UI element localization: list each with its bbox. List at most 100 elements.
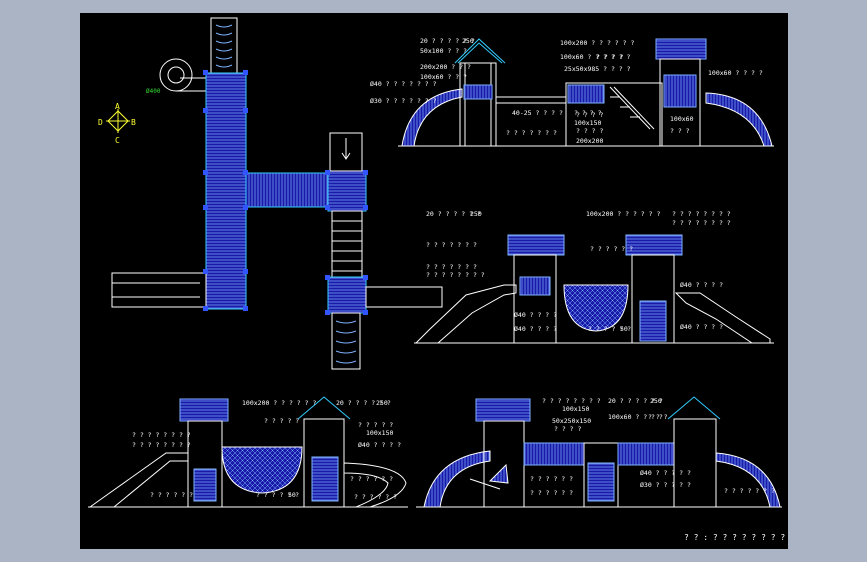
svg-text:100x200 ? ? ? ? ? ?: 100x200 ? ? ? ? ? ? — [586, 210, 660, 218]
elev-d-right-tube-slide — [715, 452, 781, 508]
svg-text:? ? ? ? ? ?: ? ? ? ? ? ? — [530, 475, 573, 483]
svg-text:100x60 ? ? ? ?: 100x60 ? ? ? ? — [608, 413, 663, 421]
svg-text:20 ? ? ? ? ? ?: 20 ? ? ? ? ? ? — [426, 210, 481, 218]
svg-text:? ? ? ? ? ? ? ?: ? ? ? ? ? ? ? ? — [672, 210, 731, 218]
svg-text:100x60 ? ? ?: 100x60 ? ? ? — [420, 73, 467, 81]
svg-text:? ? ? ? ? ? ?: ? ? ? ? ? ? ? — [426, 241, 477, 249]
plan-right-slide — [365, 286, 443, 308]
elev-a-roof — [454, 38, 506, 64]
elev-b-left-slide — [415, 284, 517, 344]
compass-symbol: A B C D — [98, 102, 136, 145]
elev-c-net-bridge — [221, 446, 303, 494]
elevation-c: 100x200 ? ? ? ? ? ? 20 ? ? ? ? ? ? 250 ?… — [88, 396, 408, 508]
svg-text:? ? ? ? ?: ? ? ? ? ? — [358, 421, 393, 429]
svg-text:100x200 ? ? ? ? ? ?: 100x200 ? ? ? ? ? ? — [242, 399, 316, 407]
plan-bridge — [245, 172, 329, 208]
plan-top-ladder — [210, 17, 238, 75]
svg-text:100x150: 100x150 — [574, 119, 601, 127]
elev-d-left-tube-slide — [423, 450, 491, 508]
svg-text:Ø40 ? ? ? ?: Ø40 ? ? ? ? — [358, 441, 401, 449]
plan-main-deck — [205, 72, 247, 310]
svg-text:100x60: 100x60 — [670, 115, 694, 123]
elev-a-left-tube-slide — [401, 88, 463, 147]
svg-text:200x200 ? ? ?: 200x200 ? ? ? — [420, 63, 471, 71]
svg-text:? ? ? ? ? ? ?: ? ? ? ? ? ? ? — [506, 129, 557, 137]
svg-text:Ø40 ? ? ? ? ?: Ø40 ? ? ? ? ? — [640, 469, 691, 477]
svg-text:250: 250 — [470, 210, 482, 218]
svg-text:20 ? ? ? ? ? ?: 20 ? ? ? ? ? ? — [336, 399, 391, 407]
svg-text:? ? ? ?: ? ? ? ? — [596, 53, 623, 61]
plan-ladder-down — [331, 210, 363, 278]
svg-text:? ? ? ?: ? ? ? ? — [574, 109, 601, 117]
svg-text:Ø40 ? ? ? ?: Ø40 ? ? ? ? — [514, 325, 557, 333]
svg-text:20 ? ? ? ? ? ?: 20 ? ? ? ? ? ? — [420, 37, 475, 45]
svg-text:? ? ? ? ? ? ? ?: ? ? ? ? ? ? ? ? — [132, 431, 191, 439]
compass-b: B — [131, 118, 136, 127]
svg-text:25x50x985 ? ? ? ?: 25x50x985 ? ? ? ? — [564, 65, 631, 73]
svg-text:Ø40 ? ? ? ?: Ø40 ? ? ? ? — [680, 323, 723, 331]
svg-text:200x200: 200x200 — [576, 137, 603, 145]
plan-view: Ø400 — [111, 17, 443, 370]
svg-text:50x250x150: 50x250x150 — [552, 417, 591, 425]
elev-c-right-slide — [343, 462, 407, 508]
svg-text:? ? ? ? ? ? ?: ? ? ? ? ? ? ? — [724, 487, 775, 495]
drawing-sheet: Ø400 — [80, 13, 805, 549]
svg-text:? ? ? ? ? ?: ? ? ? ? ? ? — [590, 245, 633, 253]
svg-text:? ? ? ?: ? ? ? ? — [576, 111, 603, 119]
plan-entry-ramp — [329, 132, 363, 172]
svg-text:50: 50 — [288, 491, 296, 499]
svg-text:20 ? ? ? ? ? ?: 20 ? ? ? ? ? ? — [608, 397, 663, 405]
svg-text:250: 250 — [650, 397, 662, 405]
elev-c-roof — [297, 396, 351, 420]
svg-text:? ? ? ? ? ?: ? ? ? ? ? ? — [588, 325, 631, 333]
elev-d-roof — [667, 396, 721, 420]
svg-text:? ? ? ? ? ? ? ?: ? ? ? ? ? ? ? ? — [542, 397, 601, 405]
svg-text:? ? ? ?: ? ? ? ? — [554, 425, 581, 433]
elevation-b: 20 ? ? ? ? ? ? 250 100x200 ? ? ? ? ? ? ?… — [414, 210, 774, 344]
svg-text:? ? ? ? ? ?: ? ? ? ? ? ? — [354, 493, 397, 501]
svg-text:Ø30 ? ? ? ? ?: Ø30 ? ? ? ? ? — [640, 481, 691, 489]
plan-right-tower — [327, 170, 367, 212]
svg-text:? ? ? ? ? ?: ? ? ? ? ? ? — [256, 491, 299, 499]
elev-a-flat-roof — [655, 38, 707, 60]
svg-text:250: 250 — [462, 37, 474, 45]
svg-text:? ? ? ? ?: ? ? ? ? ? — [264, 417, 299, 425]
svg-text:250: 250 — [376, 399, 388, 407]
compass-d: D — [98, 118, 103, 127]
svg-text:100x200 ? ? ? ? ? ?: 100x200 ? ? ? ? ? ? — [560, 39, 634, 47]
plan-lower-tower — [327, 276, 367, 314]
elevation-d: ? ? ? ? ? ? ? ? 100x150 20 ? ? ? ? ? ? 2… — [416, 396, 782, 508]
svg-text:? ? ? ? ? ? ? ?: ? ? ? ? ? ? ? ? — [672, 219, 731, 227]
elev-b-right-slide — [674, 292, 771, 344]
svg-text:Ø40 ? ? ? ?: Ø40 ? ? ? ? — [680, 281, 723, 289]
plan-slide-mark: Ø400 — [146, 88, 161, 95]
svg-text:100x60 ? ? ? ?: 100x60 ? ? ? ? — [708, 69, 763, 77]
svg-text:? ? ? ? ? ? ?: ? ? ? ? ? ? ? — [426, 263, 477, 271]
cad-drawing: Ø400 — [88, 17, 805, 542]
svg-text:? ? ?: ? ? ? — [670, 127, 690, 135]
svg-text:100x150: 100x150 — [366, 429, 393, 437]
svg-text:100x60 ? ? ? ? ? ?: 100x60 ? ? ? ? ? ? — [560, 53, 631, 61]
elevation-a: 20 ? ? ? ? ? ? 250 50x100 ? ? ? 200x200 … — [370, 37, 774, 147]
svg-text:40-25 ? ? ? ?: 40-25 ? ? ? ? — [512, 109, 563, 117]
svg-text:? ? ? ? ? ? ? ?: ? ? ? ? ? ? ? ? — [426, 271, 485, 279]
title-block: ? ? : ? ? ? ? ? ? ? ? ? ? — [684, 533, 788, 542]
svg-text:? ? ? ?: ? ? ? ? — [576, 127, 603, 135]
svg-text:? ? ? ? ? ? ? ?: ? ? ? ? ? ? ? ? — [132, 441, 191, 449]
svg-text:? ? ? ? ? ?: ? ? ? ? ? ? — [150, 491, 193, 499]
svg-text:50x100 ? ? ?: 50x100 ? ? ? — [420, 47, 467, 55]
elev-a-right-tube-slide — [705, 92, 773, 147]
svg-text:Ø30 ? ? ? ? ? ? ?: Ø30 ? ? ? ? ? ? ? — [370, 97, 437, 105]
svg-text:? ? ? ? ? ?: ? ? ? ? ? ? — [530, 489, 573, 497]
elev-b-net-bridge — [563, 284, 629, 332]
svg-text:Ø40 ? ? ? ?: Ø40 ? ? ? ? — [514, 311, 557, 319]
compass-c: C — [115, 136, 120, 145]
plan-left-slide — [111, 272, 207, 308]
svg-text:Ø40 ? ? ? ? ? ? ?: Ø40 ? ? ? ? ? ? ? — [370, 80, 437, 88]
plan-bottom-climber — [331, 312, 361, 370]
plan-spiral-slide — [159, 58, 207, 92]
svg-text:100x150: 100x150 — [562, 405, 589, 413]
svg-text:50: 50 — [620, 325, 628, 333]
compass-a: A — [115, 102, 120, 111]
svg-text:? ? ?: ? ? ? — [648, 413, 668, 421]
